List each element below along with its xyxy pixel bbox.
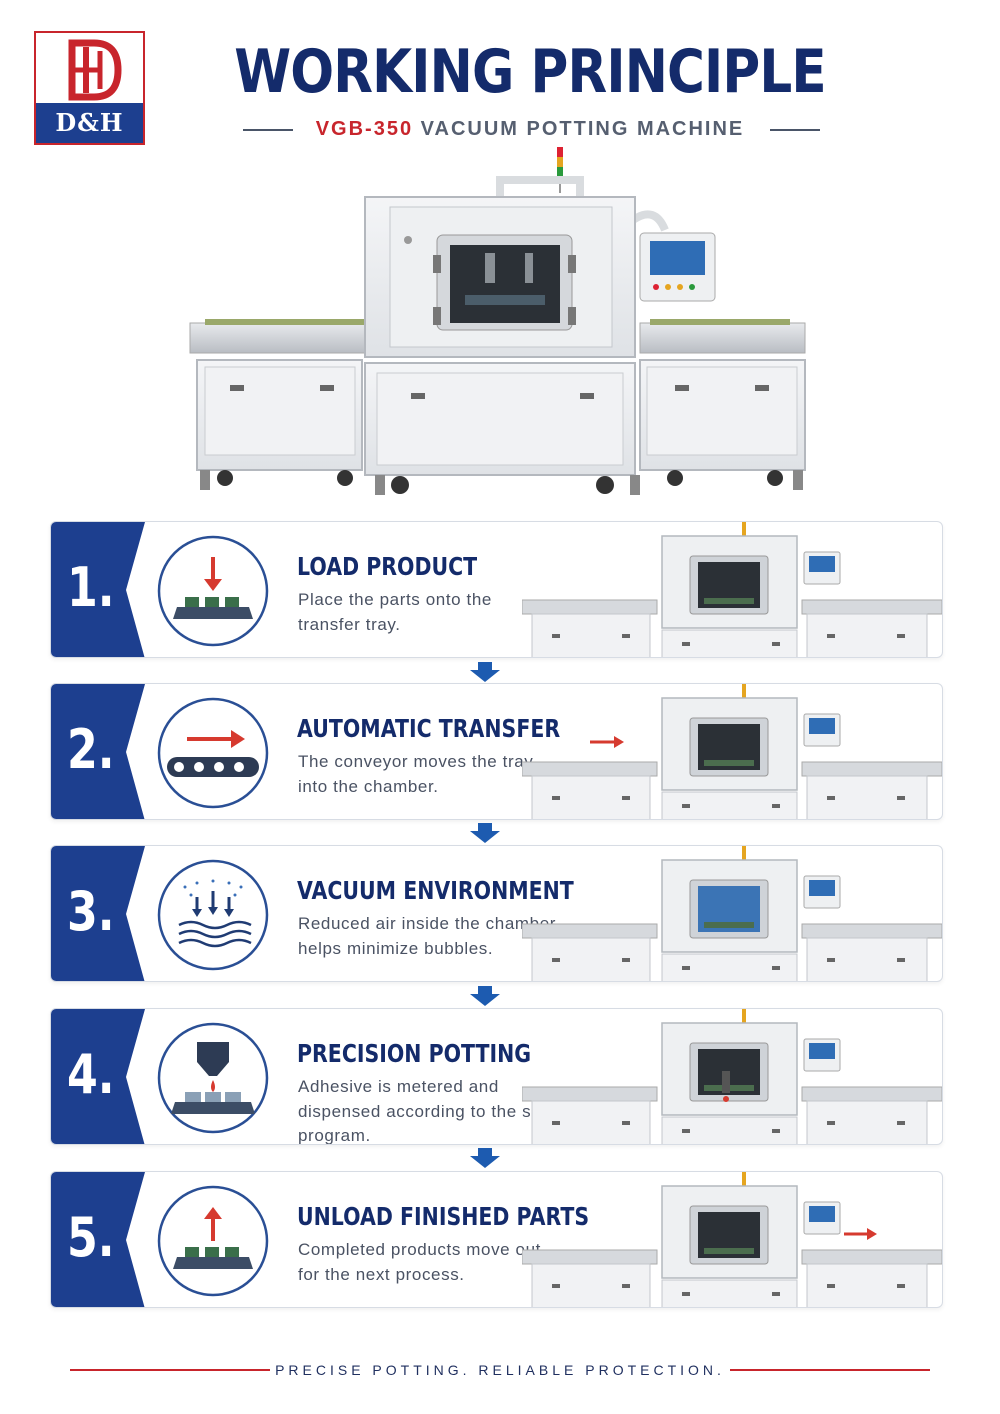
- step-machine-image: [521, 522, 942, 657]
- step-description: The conveyor moves the tray into the cha…: [298, 752, 534, 796]
- tray-down-arrow-icon: [157, 535, 269, 647]
- step-number: 2.: [67, 718, 115, 781]
- tray-up-arrow-icon: [157, 1185, 269, 1297]
- step-title: LOAD PRODUCT: [297, 552, 478, 581]
- step-description: Completed products move out for the next…: [298, 1240, 541, 1284]
- step-machine-image: [521, 846, 942, 981]
- page-title: WORKING PRINCIPLE: [234, 37, 826, 107]
- step-card: 1. LOAD PRODUCT Place the parts onto the t…: [50, 521, 943, 658]
- step-description: Reduced air inside the chamber helps min…: [298, 914, 557, 958]
- vacuum-waves-icon: [157, 859, 269, 971]
- step-number: 3.: [67, 880, 115, 943]
- step-machine-image: [521, 684, 942, 819]
- step-arrow-icon: [470, 823, 500, 843]
- step-number: 4.: [67, 1043, 115, 1106]
- step-title: UNLOAD FINISHED PARTS: [297, 1202, 590, 1231]
- step-badge: [51, 1009, 145, 1144]
- step-card: 4. PRECISION POTTING Adhesive is metered a…: [50, 1008, 943, 1145]
- step-title: VACUUM ENVIRONMENT: [297, 876, 574, 905]
- step-arrow-icon: [470, 986, 500, 1006]
- step-description: Adhesive is metered and dispensed accord…: [298, 1077, 547, 1145]
- dispenser-nozzle-icon: [157, 1022, 269, 1134]
- conveyor-right-arrow-icon: [157, 697, 269, 809]
- step-card: 5. UNLOAD FINISHED PARTS Completed product…: [50, 1171, 943, 1308]
- page-subtitle: VGB-350 VACUUM POTTING MACHINE: [230, 115, 830, 143]
- subtitle-right-rule: [770, 129, 820, 131]
- step-number: 5.: [67, 1206, 115, 1269]
- step-title: PRECISION POTTING: [297, 1039, 532, 1068]
- step-card: 3. VACUUM ENVIRONMENT Reduced air inside t…: [50, 845, 943, 982]
- step-badge: [51, 1172, 145, 1307]
- step-title: AUTOMATIC TRANSFER: [297, 714, 561, 743]
- step-arrow-icon: [470, 1148, 500, 1168]
- step-badge: [51, 846, 145, 981]
- step-badge: [51, 684, 145, 819]
- dh-logo-icon: [68, 39, 122, 101]
- subtitle-left-rule: [243, 129, 293, 131]
- model-number: VGB-350: [315, 118, 414, 140]
- footer-left-rule: [70, 1369, 270, 1371]
- step-badge: [51, 522, 145, 657]
- step-machine-image: [521, 1172, 942, 1307]
- hero-machine-image: [189, 147, 806, 495]
- step-card: 2. AUTOMATIC TRANSFER The conveyor moves t…: [50, 683, 943, 820]
- footer-right-rule: [730, 1369, 930, 1371]
- brand-logo: D&H: [34, 31, 145, 145]
- machine-name: VACUUM POTTING MACHINE: [413, 118, 745, 140]
- step-number: 1.: [67, 556, 115, 619]
- step-machine-image: [521, 1009, 942, 1144]
- step-description: Place the parts onto the transfer tray.: [298, 590, 492, 634]
- step-arrow-icon: [470, 662, 500, 682]
- logo-text: D&H: [36, 103, 143, 143]
- footer-tagline: PRECISE POTTING. RELIABLE PROTECTION.: [275, 1362, 725, 1378]
